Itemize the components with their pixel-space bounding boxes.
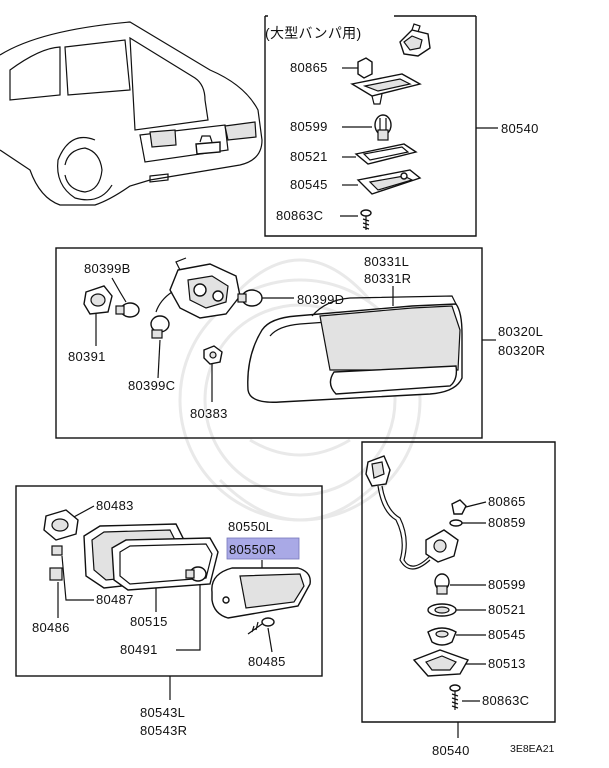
label-80491: 80491	[120, 642, 158, 657]
box-bottom-left: 80543L 80543R 80483 80550L 80550R 80487 …	[15, 485, 323, 738]
label-80550r: 80550R	[229, 542, 276, 557]
box-top-right: 80540 (大型バンパ用) 80865 80599 80521 80545	[264, 15, 539, 237]
label-80599-bottom: 80599	[488, 577, 526, 592]
screw-80485	[247, 617, 275, 635]
gasket-80521-bottom	[427, 603, 457, 617]
label-80485: 80485	[248, 654, 286, 669]
label-80487: 80487	[96, 592, 134, 607]
harness-bottom-right	[365, 455, 459, 570]
label-80399b: 80399B	[84, 261, 131, 276]
bulb-bottom-left	[185, 566, 207, 582]
bulb-80599-bottom	[434, 573, 450, 595]
side-lens-80550	[211, 567, 311, 619]
label-80865-bottom: 80865	[488, 494, 526, 509]
holder-80545-bottom	[427, 627, 457, 646]
label-80550l: 80550L	[228, 519, 273, 534]
clip-80865-bottom	[451, 499, 467, 515]
label-80545-bottom: 80545	[488, 627, 526, 642]
callout-80320r: 80320R	[498, 343, 545, 358]
label-80513: 80513	[488, 656, 526, 671]
washer-80859	[449, 519, 463, 527]
callout-80540-bottom: 80540	[432, 743, 470, 758]
label-80483: 80483	[96, 498, 134, 513]
label-80391: 80391	[68, 349, 106, 364]
callout-80320l: 80320L	[498, 324, 543, 339]
screw-80863c-top	[360, 209, 372, 230]
clip-80486	[49, 567, 63, 581]
lens-80513	[412, 649, 470, 677]
label-80515: 80515	[130, 614, 168, 629]
box-bottom-right: 80540 3E8EA21 80865 80859 80599 80521	[361, 441, 556, 758]
nut-80383	[203, 345, 223, 365]
bulb-80599-top	[374, 114, 392, 141]
label-80865-top: 80865	[290, 60, 328, 75]
socket-80391	[83, 285, 113, 315]
callout-80540-top: 80540	[501, 121, 539, 136]
label-80545-top: 80545	[290, 177, 328, 192]
label-80331l: 80331L	[364, 254, 409, 269]
label-80521-top: 80521	[290, 149, 328, 164]
gasket-80491	[111, 537, 219, 591]
bulb-80399c	[150, 315, 170, 339]
label-80863c-bottom: 80863C	[482, 693, 529, 708]
clip-80487	[51, 545, 63, 556]
label-80399d: 80399D	[297, 292, 344, 307]
socket-part-top	[399, 23, 431, 57]
label-80486: 80486	[32, 620, 70, 635]
car-rear-illustration	[0, 21, 263, 206]
footer-code: 3E8EA21	[510, 743, 555, 755]
tail-lamp-lens	[247, 295, 463, 403]
highlight-80550r	[226, 537, 300, 560]
harness-assembly	[155, 257, 241, 319]
header-note: (大型バンパ用)	[265, 25, 361, 41]
label-80521-bottom: 80521	[488, 602, 526, 617]
screw-80863c-bottom	[449, 684, 461, 710]
callout-80543l: 80543L	[140, 705, 185, 720]
box-middle: 80320L 80320R 80399B 80331L 80331R 80399…	[55, 247, 545, 439]
label-80859: 80859	[488, 515, 526, 530]
label-80331r: 80331R	[364, 271, 411, 286]
watermark	[178, 258, 422, 522]
label-80599-top: 80599	[290, 119, 328, 134]
socket-80483	[43, 509, 79, 541]
label-80399c: 80399C	[128, 378, 175, 393]
callout-80543r: 80543R	[140, 723, 187, 738]
bulb-80399d	[237, 289, 263, 307]
bulb-80399b	[115, 302, 140, 318]
label-80863c-top: 80863C	[276, 208, 323, 223]
label-80383: 80383	[190, 406, 228, 421]
